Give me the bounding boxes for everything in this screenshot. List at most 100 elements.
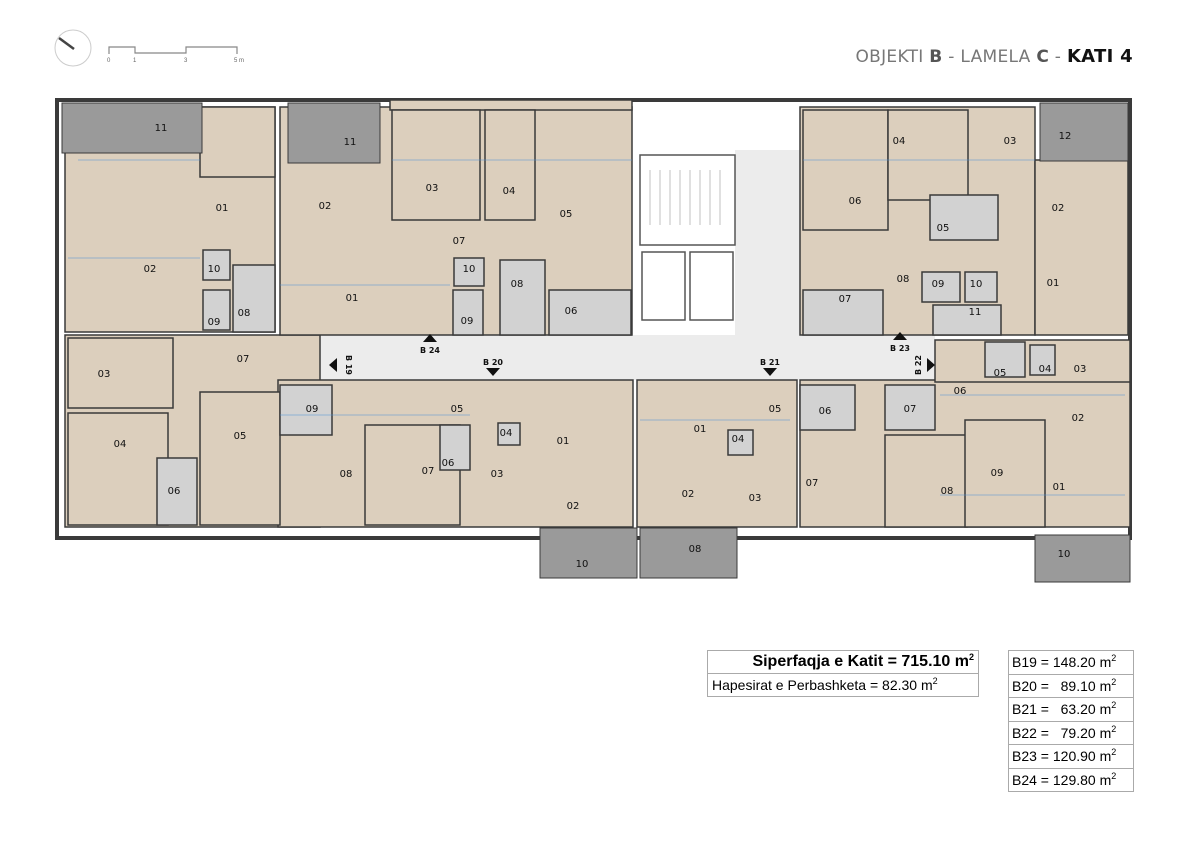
entrance-marker-b19: B 19 xyxy=(329,355,353,375)
room-b24-05: 05 xyxy=(560,209,573,220)
wet-room xyxy=(1029,344,1056,376)
wet-room xyxy=(232,264,276,333)
room-b19-04: 04 xyxy=(67,412,169,526)
room-number: 07 xyxy=(453,236,466,247)
room-number: 03 xyxy=(98,369,111,380)
room xyxy=(67,412,169,526)
room-number: 09 xyxy=(208,317,221,328)
superscript: 2 xyxy=(1111,653,1117,663)
superscript: 2 xyxy=(932,676,938,686)
scale-tick: 5 m xyxy=(234,58,245,64)
room-b22-09: 09 xyxy=(964,419,1046,528)
room-b23-03: 03 xyxy=(1004,136,1017,147)
room-number: 01 xyxy=(1047,278,1060,289)
unit-row: B22 = 79.20 m2 xyxy=(1009,722,1133,745)
room xyxy=(484,109,536,221)
room-b20-02: 02 xyxy=(567,501,580,512)
room-b19-05: 05 xyxy=(199,391,281,526)
title-object: B xyxy=(929,47,943,67)
room xyxy=(884,434,968,528)
room-number: 07 xyxy=(806,478,819,489)
room-number: 06 xyxy=(565,306,578,317)
room-b24-09: 09 xyxy=(452,289,484,336)
room-b20-03: 03 xyxy=(491,469,504,480)
room-number: 01 xyxy=(346,293,359,304)
superscript: 2 xyxy=(1111,700,1117,710)
triangle-icon xyxy=(486,368,500,376)
room-number: 10 xyxy=(1058,549,1071,560)
room-number: 07 xyxy=(422,466,435,477)
stair-steps xyxy=(649,170,721,225)
room-b20-01: 01 xyxy=(557,436,570,447)
marker-label: B 20 xyxy=(483,358,503,367)
room-b23-10: 10 xyxy=(964,271,998,303)
room-b23-05: 05 xyxy=(929,194,999,241)
wet-room xyxy=(929,194,999,241)
room-number: 11 xyxy=(344,137,357,148)
balcony xyxy=(539,527,638,579)
room-b23-02: 02 xyxy=(1052,203,1065,214)
elevator-1 xyxy=(641,251,686,321)
room-b19-01: 01 xyxy=(216,203,229,214)
room-number: 02 xyxy=(1072,413,1085,424)
room xyxy=(887,109,969,201)
floor-area-summary: Siperfaqja e Katit = 715.10 m2 Hapesirat… xyxy=(707,650,979,697)
room-b23-07: 07 xyxy=(802,289,884,336)
room-number: 08 xyxy=(511,279,524,290)
unit-floor xyxy=(636,379,798,528)
room-number: 02 xyxy=(567,501,580,512)
superscript: 2 xyxy=(1111,723,1117,734)
room-number: 08 xyxy=(238,308,251,319)
scale-tick: 3 xyxy=(184,58,188,64)
elevator-2 xyxy=(689,251,734,321)
unit-row: B24 = 129.80 m2 xyxy=(1009,769,1133,792)
room-b22-08: 08 xyxy=(884,434,968,528)
room-number: 05 xyxy=(234,431,247,442)
room-number: 10 xyxy=(970,279,983,290)
room-b20-08: 08 xyxy=(340,469,353,480)
marker-label: B 23 xyxy=(890,344,910,353)
room-number: 03 xyxy=(426,183,439,194)
room-number: 04 xyxy=(732,434,745,445)
room-b22-03: 03 xyxy=(1074,364,1087,375)
title-sep: - xyxy=(1049,47,1067,67)
balcony xyxy=(1039,102,1129,162)
marker-label: B 24 xyxy=(420,346,440,355)
marker-label: B 22 xyxy=(914,355,923,375)
room-number: 11 xyxy=(969,307,982,318)
room-number: 05 xyxy=(769,404,782,415)
balcony xyxy=(61,102,203,154)
wet-room xyxy=(279,384,333,436)
entrance-marker-b24: B 24 xyxy=(420,334,440,355)
unit-area: B24 = 129.80 m xyxy=(1012,771,1112,788)
room-number: 01 xyxy=(216,203,229,214)
room-number: 06 xyxy=(442,458,455,469)
room-b20-06: 06 xyxy=(439,424,471,471)
common-area-row: Hapesirat e Perbashketa = 82.30 m2 xyxy=(708,674,978,696)
superscript: 2 xyxy=(1111,770,1117,781)
title-prefix: OBJEKTI xyxy=(855,47,930,67)
room-b22-05: 05 xyxy=(984,341,1026,379)
room-number: 08 xyxy=(340,469,353,480)
room-number: 09 xyxy=(991,468,1004,479)
room-b23-09: 09 xyxy=(921,271,961,303)
room-number: 02 xyxy=(144,264,157,275)
scale-tick: 1 xyxy=(133,58,137,64)
room-b23-12: 12 xyxy=(1039,102,1129,162)
room-b22-07: 07 xyxy=(884,384,936,431)
north-arrow xyxy=(54,29,92,67)
unit-row: B20 = 89.10 m2 xyxy=(1009,675,1133,698)
room-number: 06 xyxy=(168,486,181,497)
unit-area: B21 = 63.20 m xyxy=(1012,701,1112,717)
room-b24-11: 11 xyxy=(287,102,381,164)
room-number: 03 xyxy=(491,469,504,480)
page-title: OBJEKTI B - LAMELA C - KATI 4 xyxy=(855,46,1133,67)
room-number: 12 xyxy=(1059,131,1072,142)
unit-area: B19 = 148.20 m xyxy=(1012,654,1112,670)
room-number: 06 xyxy=(849,196,862,207)
superscript: 2 xyxy=(1111,747,1117,757)
unit-row: B23 = 120.90 m2 xyxy=(1009,745,1133,769)
unit-floor xyxy=(389,99,633,111)
room xyxy=(964,419,1046,528)
room-b19-11: 11 xyxy=(61,102,203,154)
